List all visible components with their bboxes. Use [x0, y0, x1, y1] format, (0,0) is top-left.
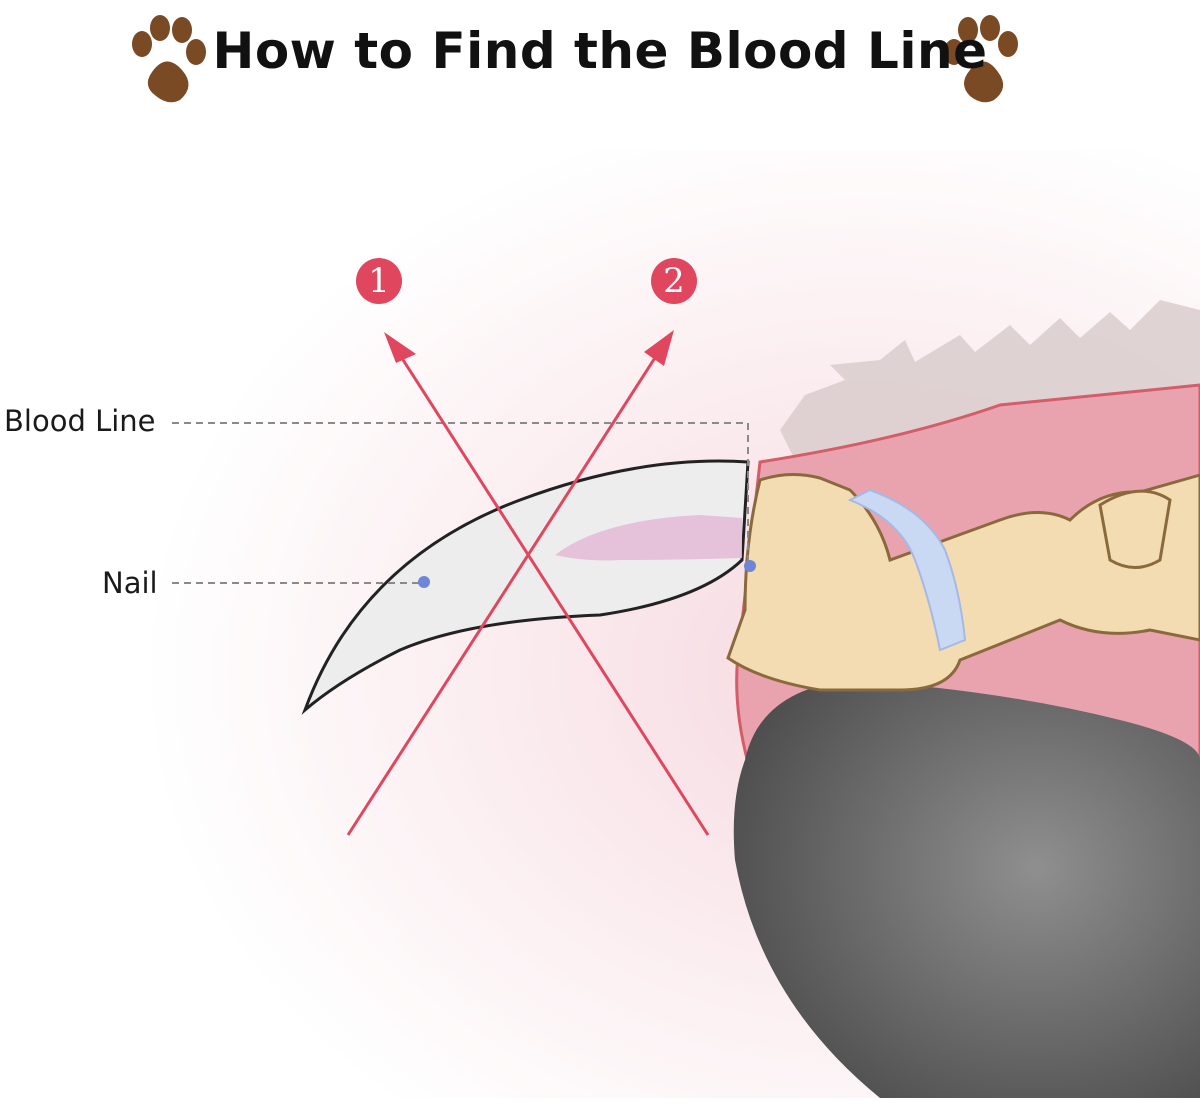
arrow-1-head	[384, 332, 416, 363]
arrow-1-line	[396, 351, 710, 836]
step-2-badge: 2	[651, 258, 697, 304]
joint-bone	[1098, 489, 1172, 569]
blood-line-label: Blood Line	[4, 404, 156, 438]
paw-pad	[733, 680, 1200, 1098]
tendon	[847, 488, 967, 652]
step-1-badge: 1	[356, 258, 402, 304]
page-title: How to Find the Blood Line	[212, 22, 988, 80]
nail-label: Nail	[102, 566, 158, 600]
paw-print-icon	[944, 15, 1018, 103]
nail-dot	[418, 576, 430, 588]
arrow-2-head	[644, 330, 674, 366]
paw-print-icon	[132, 15, 206, 103]
blood-line-leader	[172, 422, 749, 565]
toe-bones	[726, 473, 1200, 692]
blood-line-quick	[555, 515, 742, 561]
arrow-2-line	[346, 349, 662, 836]
blood-line-dot	[744, 560, 756, 572]
